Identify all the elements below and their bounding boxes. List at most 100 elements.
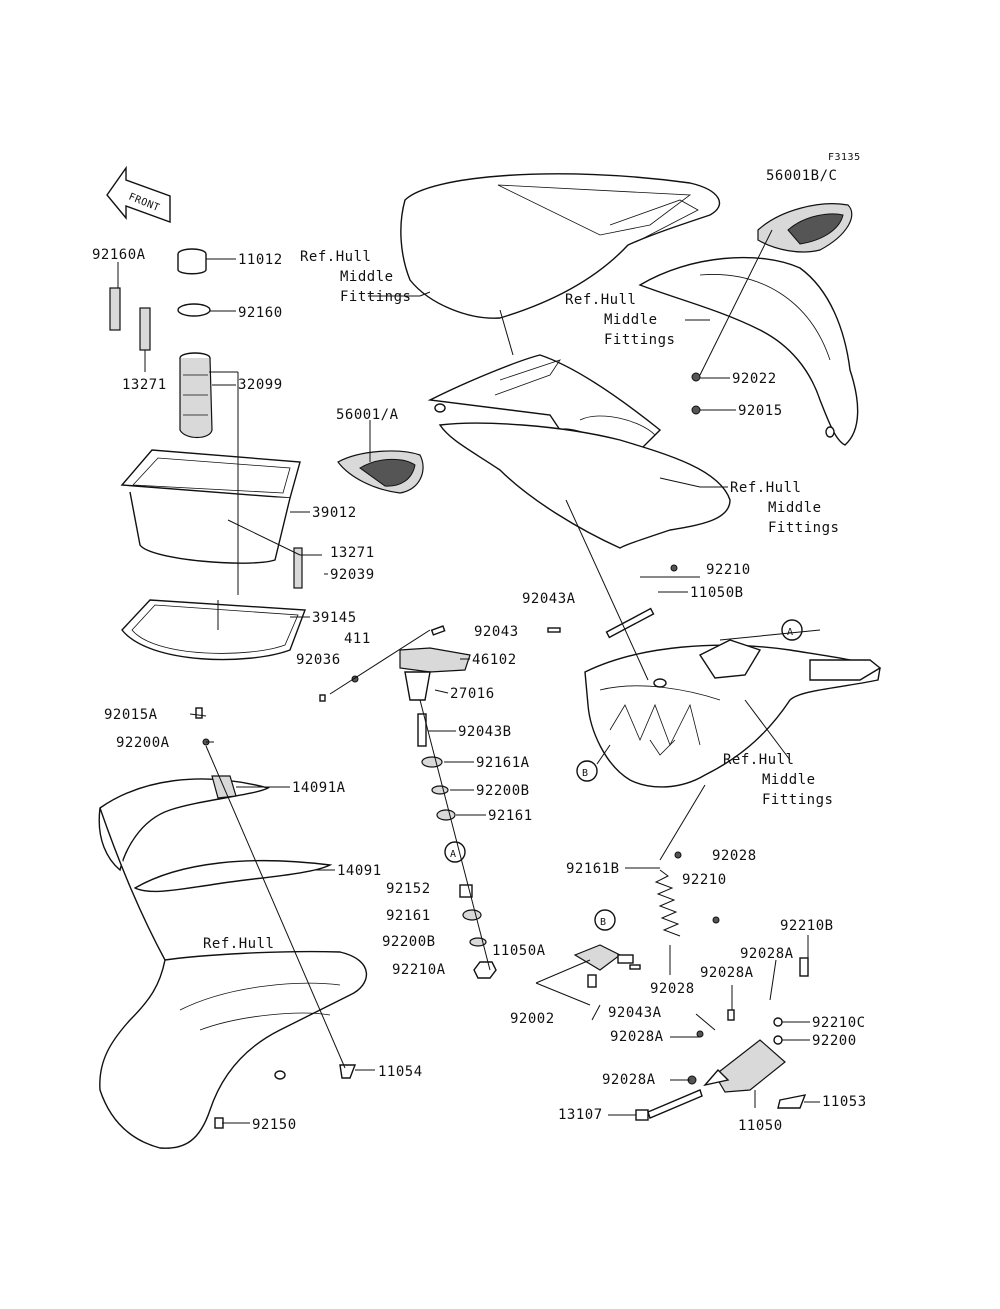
ref-label-lower-right: Ref.Hull Middle Fittings [723,752,833,808]
part-label-39145: 39145 [312,610,357,626]
pin-92210B [799,957,809,977]
part-label-11053: 11053 [822,1094,867,1110]
part-label-92043A: 92043A [522,591,576,607]
part-label-92028a: 92028 [712,848,757,864]
ref-hull-label: Ref.Hull [203,936,274,952]
figure-code: F3135 [828,152,861,163]
part-label-92028b: 92028 [650,981,695,997]
pin-92210 [670,564,678,572]
part-label-92210B: 92210B [780,918,834,934]
pin-92028b [629,964,641,970]
filler-neck-32099 [179,352,213,439]
circle-a2-label: A [450,849,457,860]
part-label-411: 411 [344,631,371,647]
part-label-11054: 11054 [378,1064,423,1080]
part-label-92043B: 92043B [458,724,512,740]
washer-11053 [777,1094,807,1109]
bracket-11050A [573,944,634,988]
seal-39145 [121,599,306,661]
part-label-14091: 14091 [337,863,382,879]
screw-92150 [214,1117,224,1129]
part-label-92161B: 92161B [566,861,620,877]
circle-marker-a2: A [444,841,466,863]
plate-13271b [293,547,303,589]
part-label-11050A: 11050A [492,943,546,959]
part-label-92028Ab: 92028A [700,965,754,981]
part-label-92200: 92200 [812,1033,857,1049]
spacer-92028A [727,1009,735,1021]
rod-11050B [605,607,655,639]
center-hull-fitting [427,354,731,549]
seat-top-panel [400,173,721,319]
rear-side-panel [638,256,859,446]
washer-92200 [773,1035,783,1045]
ref-top-center-line2: Middle [340,269,394,285]
vent-56001A [337,450,424,494]
cover-14091 [133,859,333,893]
circle-marker-a1: A [781,619,803,641]
ref-top-center-line3: Fittings [340,289,411,305]
part-label-92161a: 92161 [488,808,533,824]
part-label-13271b: 13271 [330,545,375,561]
part-label-92152: 92152 [386,881,431,897]
part-label-92036: 92036 [296,652,341,668]
part-label-92015A: 92015A [104,707,158,723]
part-label-92039: 92039 [330,567,375,583]
part-label-92161A: 92161A [476,755,530,771]
ref-label-upper-right: Ref.Hull Middle Fittings [565,292,675,348]
circle-marker-b2: B [594,909,616,931]
circle-b1-label: B [582,768,589,779]
part-label-92200B: 92200B [476,783,530,799]
part-label-11012: 11012 [238,252,283,268]
part-label-92043Ab: 92043A [608,1005,662,1021]
part-label-92161b: 92161 [386,908,431,924]
part-label-92200A: 92200A [116,735,170,751]
ref-lower-right-line2: Middle [762,772,816,788]
plate-92160A [109,287,121,331]
part-label-56001A: 56001/A [336,407,399,423]
part-label-92043: 92043 [474,624,519,640]
part-label-92002: 92002 [510,1011,555,1027]
vent-56001BC [757,203,853,253]
screw-92036 [319,694,326,702]
pin-92210b [712,916,720,924]
ref-label-middle-right: Ref.Hull Middle Fittings [730,480,839,536]
part-label-92160A: 92160A [92,247,146,263]
part-label-92022: 92022 [732,371,777,387]
storage-bin-39012 [120,449,301,564]
ref-middle-right-line1: Ref.Hull [730,480,801,496]
pin-92043A [547,627,561,633]
part-label-92028Aa: 92028A [740,946,794,962]
washer-92022 [691,372,701,382]
ref-lower-right-line1: Ref.Hull [723,752,794,768]
part-label-27016: 27016 [450,686,495,702]
cover-14091A [98,775,270,872]
bracket-11050 [703,1039,786,1093]
ref-upper-right-line3: Fittings [604,332,675,348]
clip-11054 [339,1064,357,1079]
pin-92043 [430,625,446,636]
part-label-92150: 92150 [252,1117,297,1133]
screw-92015A [195,707,203,719]
part-label-11050B: 11050B [690,585,744,601]
part-label-92200Bb: 92200B [382,934,436,950]
part-label-32099: 32099 [238,377,283,393]
circle-b2-label: B [600,917,607,928]
part-label-92160: 92160 [238,305,283,321]
ref-lower-right-line3: Fittings [762,792,833,808]
lever-46102 [399,647,471,701]
part-label-92028Ac: 92028A [610,1029,664,1045]
part-label-13107: 13107 [558,1107,603,1123]
part-label-92015: 92015 [738,403,783,419]
part-label-14091A: 14091A [292,780,346,796]
part-label-56001BC: 56001B/C [766,168,837,184]
leader-lines [117,229,821,1124]
ref-middle-right-line2: Middle [768,500,822,516]
ref-upper-right-line2: Middle [604,312,658,328]
washer-92028Ac [696,1030,704,1038]
ref-top-center-line1: Ref.Hull [300,249,371,265]
part-label-92210C: 92210C [812,1015,866,1031]
front-hull-body [99,807,368,1149]
